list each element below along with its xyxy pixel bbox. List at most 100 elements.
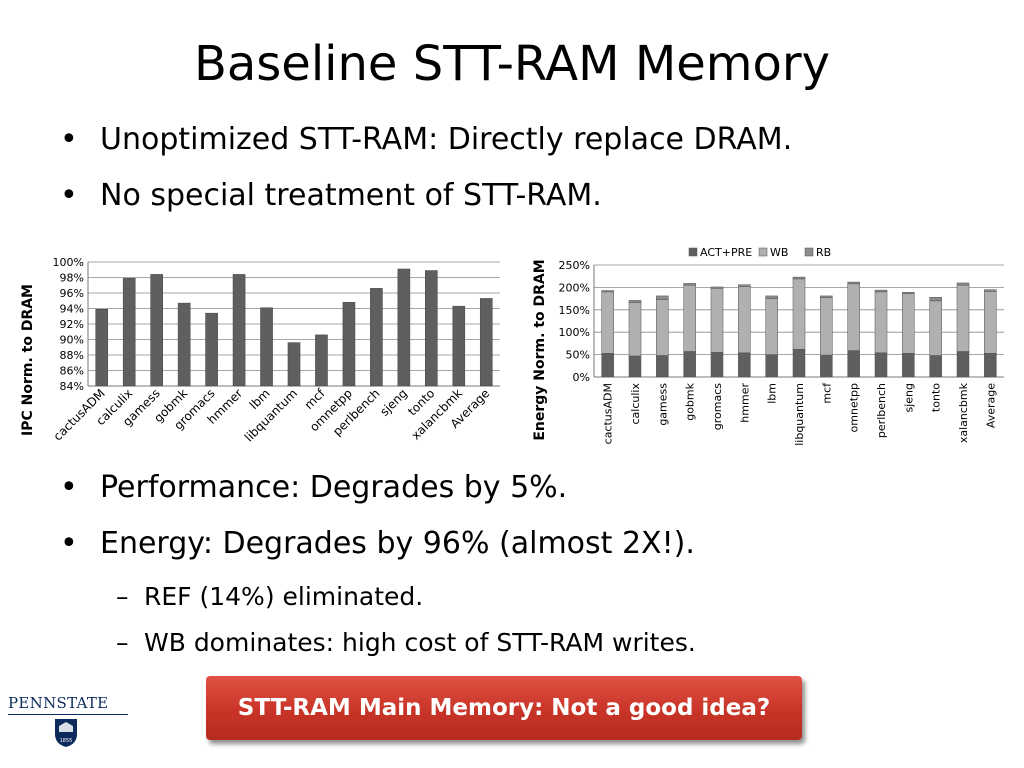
bar — [452, 305, 466, 387]
bar-act-pre — [902, 353, 915, 378]
bar-wb — [601, 291, 614, 354]
bar-rb — [683, 283, 696, 286]
bar-wb — [765, 298, 778, 355]
bullet-item: Energy: Degrades by 96% (almost 2X!). — [60, 526, 696, 562]
x-tick-label: hmmer — [738, 383, 751, 423]
bar-rb — [820, 295, 833, 298]
bar-wb — [792, 278, 806, 350]
bar-rb — [929, 297, 942, 302]
bar-wb — [984, 291, 997, 354]
bar-wb — [956, 284, 970, 352]
bar-wb — [683, 284, 696, 352]
bar — [425, 270, 438, 387]
x-tick-label: libquantum — [793, 383, 806, 446]
bar-rb — [984, 289, 997, 292]
y-axis-title: Energy Norm. to DRAM — [532, 259, 548, 440]
y-axis-title: IPC Norm. to DRAM — [20, 284, 36, 436]
bar — [315, 334, 328, 387]
bar-rb — [656, 295, 669, 300]
bar-rb — [874, 289, 888, 293]
bar-act-pre — [765, 354, 778, 378]
legend-label: WB — [770, 246, 788, 259]
y-tick-label: 88% — [60, 349, 84, 362]
bar — [370, 288, 383, 387]
bar-act-pre — [956, 351, 970, 378]
bar — [150, 274, 163, 387]
bar-act-pre — [601, 353, 614, 378]
legend-label: ACT+PRE — [700, 246, 752, 259]
y-tick-label: 96% — [60, 287, 84, 300]
bar-wb — [820, 297, 833, 356]
bullet-list-bottom: Performance: Degrades by 5%. Energy: Deg… — [60, 470, 696, 674]
legend-label: RB — [816, 246, 831, 259]
legend-swatch — [688, 247, 698, 257]
bar-wb — [738, 286, 751, 354]
y-tick-label: 90% — [60, 334, 84, 347]
bar — [122, 278, 136, 387]
callout-text: STT-RAM Main Memory: Not a good idea? — [237, 695, 771, 721]
bar-act-pre — [738, 352, 751, 378]
bullet-item: Unoptimized STT-RAM: Directly replace DR… — [60, 122, 792, 158]
bar-rb — [765, 295, 778, 299]
bar-rb — [628, 300, 642, 303]
y-tick-label: 94% — [60, 303, 84, 316]
bar-rb — [601, 290, 614, 293]
bar-act-pre — [683, 351, 696, 378]
bar-rb — [710, 286, 724, 289]
y-tick-label: 200% — [559, 281, 590, 294]
ipc-bar-chart: 84%86%88%90%92%94%96%98%100%cactusADMcal… — [20, 256, 500, 445]
bar-act-pre — [792, 348, 806, 378]
legend-swatch — [758, 247, 768, 257]
callout-banner: STT-RAM Main Memory: Not a good idea? — [206, 676, 802, 740]
bar — [260, 307, 273, 387]
x-tick-label: perlbench — [875, 383, 888, 438]
bar-act-pre — [710, 352, 724, 378]
y-tick-label: 92% — [60, 318, 84, 331]
legend-swatch — [804, 247, 814, 257]
y-tick-label: 98% — [60, 272, 84, 285]
x-tick-label: gamess — [656, 383, 669, 426]
y-tick-label: 150% — [559, 304, 590, 317]
bar-act-pre — [628, 355, 642, 378]
y-tick-label: 250% — [559, 259, 590, 272]
x-tick-label: lbm — [766, 383, 779, 404]
bar-act-pre — [847, 350, 860, 378]
y-tick-label: 100% — [53, 256, 84, 269]
x-tick-label: sjeng — [377, 386, 410, 419]
x-tick-label: gromacs — [711, 383, 724, 430]
x-tick-label: sjeng — [902, 383, 915, 413]
bar-rb — [902, 292, 915, 294]
y-tick-label: 100% — [559, 326, 590, 339]
bar-wb — [628, 302, 642, 357]
bar-act-pre — [656, 355, 669, 378]
pennstate-logo: PENNSTATE 1855 — [6, 686, 130, 752]
logo-wordmark: PENNSTATE — [8, 694, 109, 712]
bar — [232, 274, 246, 387]
slide-title: Baseline STT-RAM Memory — [193, 36, 831, 92]
bar — [95, 309, 109, 387]
x-tick-label: Average — [984, 383, 997, 428]
bullet-list-top: Unoptimized STT-RAM: Directly replace DR… — [60, 122, 792, 234]
bar — [479, 298, 493, 387]
logo-rule — [8, 714, 128, 715]
bar-wb — [847, 283, 860, 351]
bar — [205, 312, 218, 387]
bar-act-pre — [929, 355, 942, 378]
sub-bullet-item: WB dominates: high cost of STT-RAM write… — [60, 628, 696, 658]
bar-wb — [902, 293, 915, 354]
bar-act-pre — [984, 353, 997, 378]
x-tick-label: mcf — [820, 382, 833, 404]
bar — [342, 302, 356, 387]
y-tick-label: 86% — [60, 365, 84, 378]
bar-wb — [929, 300, 942, 356]
sub-bullet-item: REF (14%) eliminated. — [60, 582, 696, 612]
bar-wb — [874, 291, 888, 354]
y-tick-label: 0% — [573, 371, 590, 384]
bar-act-pre — [820, 354, 833, 378]
logo-year: 1855 — [60, 738, 73, 744]
bar-rb — [956, 282, 970, 286]
bar — [397, 268, 411, 387]
bar-rb — [792, 276, 806, 280]
bar-wb — [710, 288, 724, 353]
